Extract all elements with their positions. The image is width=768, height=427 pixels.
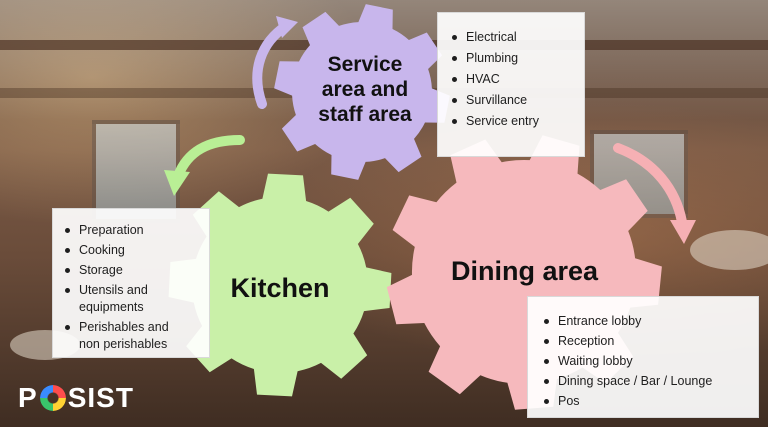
list-item: Perishables and non perishables — [59, 319, 189, 353]
list-item: Electrical — [446, 29, 576, 46]
logo-text-suffix: SIST — [67, 382, 134, 413]
list-item: Entrance lobby — [538, 313, 748, 330]
arrow-service-to-kitchen — [173, 135, 245, 181]
list-item: Plumbing — [446, 50, 576, 67]
service-list-box: Electrical Plumbing HVAC Survillance Ser… — [437, 12, 585, 157]
list-item: Storage — [59, 262, 203, 279]
arrow-head-icon — [164, 170, 190, 196]
gear-title-kitchen: Kitchen — [230, 273, 330, 303]
list-item: Waiting lobby — [538, 353, 748, 370]
list-item: HVAC — [446, 71, 576, 88]
posist-logo: P SIST — [18, 382, 134, 414]
list-item: Reception — [538, 333, 748, 350]
background-table — [690, 230, 768, 270]
gear-title-dining: Dining area — [450, 256, 599, 286]
arrow-head-icon — [670, 220, 696, 244]
list-item: Dining space / Bar / Lounge — [538, 373, 748, 390]
list-item: Service entry — [446, 113, 576, 130]
list-item: Pos — [538, 393, 748, 410]
logo-ring-icon — [39, 385, 66, 411]
dining-list: Entrance lobby Reception Waiting lobby D… — [538, 313, 748, 410]
arrow-dining-down — [613, 143, 687, 227]
list-item: Cooking — [59, 242, 203, 259]
arrow-head-icon — [276, 16, 298, 38]
gear-title-service: Service area and staff area — [318, 53, 412, 127]
logo-text-prefix: P — [18, 382, 38, 413]
kitchen-list: Preparation Cooking Storage Utensils and… — [59, 222, 203, 353]
dining-list-box: Entrance lobby Reception Waiting lobby D… — [527, 296, 759, 418]
kitchen-list-box: Preparation Cooking Storage Utensils and… — [52, 208, 210, 358]
list-item: Survillance — [446, 92, 576, 109]
list-item: Preparation — [59, 222, 203, 239]
arrow-service-to-top — [252, 21, 291, 109]
list-item: Utensils and equipments — [59, 282, 169, 316]
service-list: Electrical Plumbing HVAC Survillance Ser… — [446, 29, 576, 130]
gear-kitchen — [168, 173, 392, 397]
gear-service-area — [274, 4, 450, 180]
